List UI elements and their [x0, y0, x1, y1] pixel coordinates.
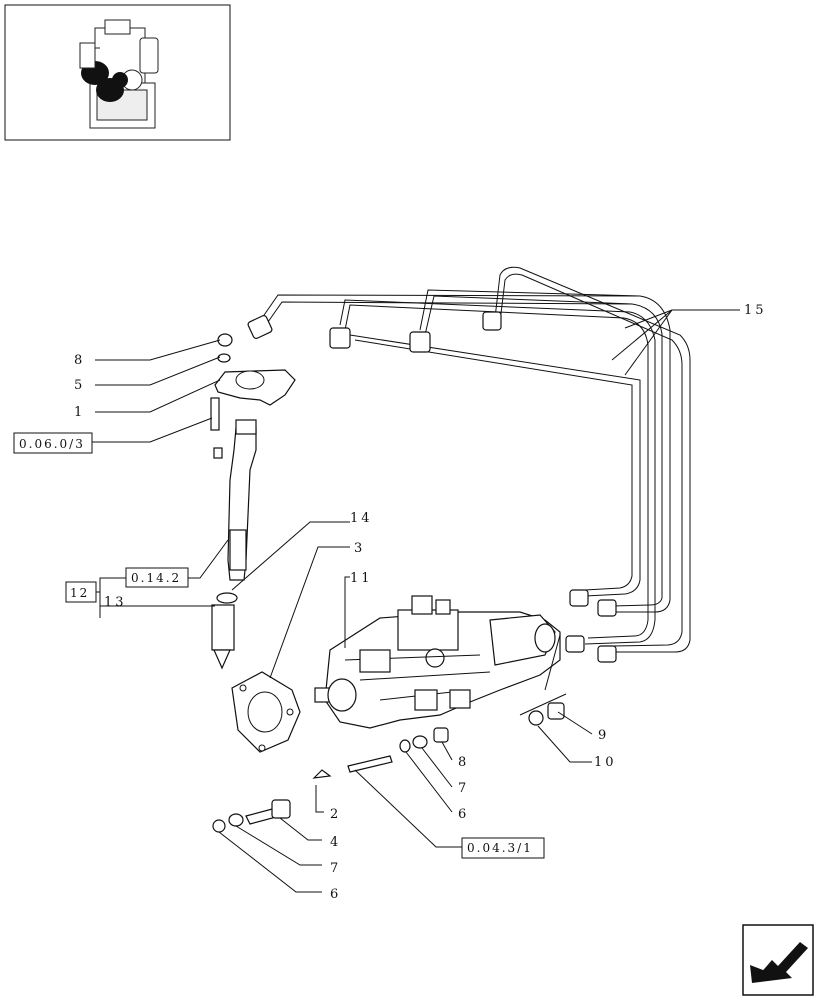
callout-1: 1	[74, 405, 85, 420]
reference-boxes: 0.06.0/3 0.14.2 12 0.04.3/1	[13, 432, 545, 859]
flange-gasket	[231, 671, 301, 753]
reference-0-06-0-3[interactable]: 0.06.0/3	[13, 432, 93, 454]
banjo-washer-and-nut	[519, 634, 567, 726]
fuel-injection-pipes	[247, 266, 691, 663]
callout-8: 8	[74, 353, 85, 368]
reference-0-04-3-1[interactable]: 0.04.3/1	[461, 837, 545, 859]
callout-7: 7	[458, 781, 469, 796]
callout-10: 10	[594, 755, 617, 770]
reference-0-14-2[interactable]: 0.14.2	[125, 567, 189, 588]
callout-15: 15	[744, 303, 767, 318]
callout-6: 6	[458, 807, 469, 822]
callout-3: 3	[354, 541, 365, 556]
bolt-and-washers	[212, 799, 291, 833]
callout-9: 9	[598, 728, 609, 743]
previous-page-arrow-icon[interactable]	[742, 924, 814, 996]
callout-leaders	[92, 309, 740, 893]
callout-5: 5	[74, 378, 85, 393]
callout-14: 14	[350, 511, 373, 526]
svg-text:0.14.2: 0.14.2	[131, 571, 181, 585]
stud-and-washers	[347, 727, 449, 773]
svg-text:0.04.3/1: 0.04.3/1	[467, 841, 533, 855]
callout-6: 6	[330, 887, 341, 902]
callout-11: 11	[350, 571, 373, 586]
callout-4: 4	[330, 835, 341, 850]
svg-text:12: 12	[70, 586, 89, 600]
callout-labels: 8 5 1 14 3 11 13 15 9 10 8 7 6 2 4 7 6	[74, 303, 767, 902]
reference-12[interactable]: 12	[65, 581, 97, 603]
injection-pump	[314, 595, 561, 729]
pump-key	[312, 769, 332, 779]
callout-8: 8	[458, 755, 469, 770]
callout-7: 7	[330, 861, 341, 876]
callout-2: 2	[330, 807, 341, 822]
callout-13: 13	[104, 595, 127, 610]
injector-nozzle	[210, 333, 296, 670]
svg-text:0.06.0/3: 0.06.0/3	[19, 437, 85, 451]
engine-location-thumbnail	[4, 4, 231, 141]
